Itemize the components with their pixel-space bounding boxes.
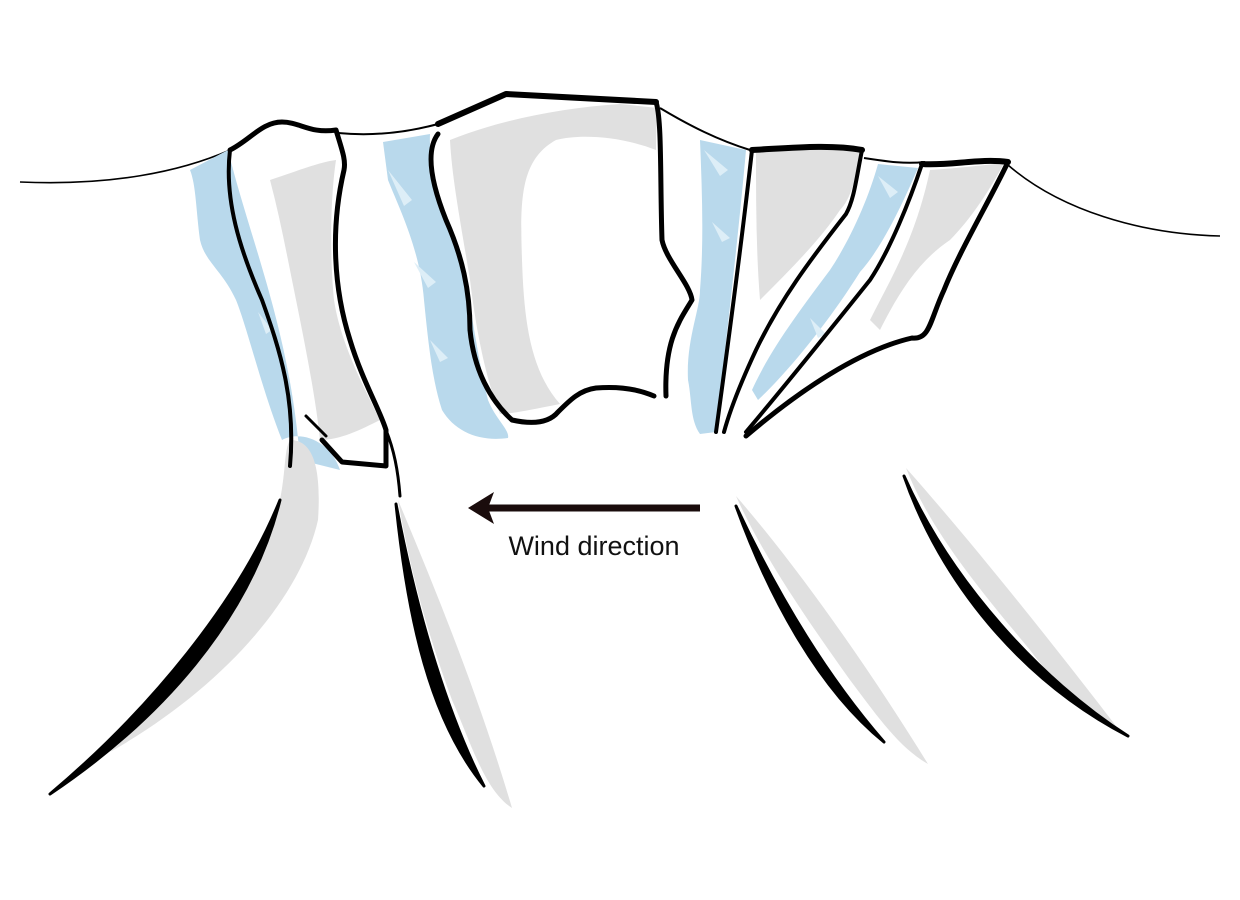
ice-highlight-5 <box>704 150 728 176</box>
ice-highlight-8 <box>810 318 826 338</box>
wind-arrow-head <box>468 492 494 524</box>
lower-shadow-3 <box>736 496 928 764</box>
lower-streak-1 <box>48 498 282 796</box>
ice-highlight-6 <box>712 222 730 242</box>
surface-line-ridge-mid <box>659 107 751 151</box>
outline-fan-ridge-right <box>919 157 1011 168</box>
outline-middle-left <box>428 131 657 425</box>
wind-arrow <box>468 492 700 524</box>
shadow-face-2 <box>450 104 658 414</box>
lower-shadow-streaks <box>110 440 1116 808</box>
outline-left-notch <box>304 414 328 438</box>
lower-shadow-2 <box>398 500 512 808</box>
ridge-outlines <box>226 91 1011 498</box>
surface-line-right <box>1007 164 1221 237</box>
lower-shadow-4 <box>906 468 1116 726</box>
ice-face-3 <box>687 140 746 434</box>
outline-fan-4 <box>743 159 1011 439</box>
surface-lines <box>19 107 1221 237</box>
ice-highlight-7 <box>878 176 898 198</box>
surface-line-ridge-right <box>863 157 926 164</box>
ice-highlight-4 <box>258 312 272 334</box>
ice-highlight-3 <box>430 340 448 362</box>
shadow-face-4 <box>870 163 1004 330</box>
ice-face-4 <box>752 164 918 400</box>
outline-middle-top <box>435 91 659 127</box>
shadow-faces <box>270 104 1004 440</box>
outline-left-face <box>226 148 294 468</box>
outline-left-vertical <box>384 428 402 498</box>
ice-highlight-2 <box>414 262 436 288</box>
outline-fan-3 <box>744 162 924 434</box>
wind-direction-label: Wind direction <box>508 531 679 561</box>
surface-line-ridge-left <box>337 123 439 136</box>
lower-streaks <box>48 474 1130 796</box>
outline-fan-1 <box>714 148 754 434</box>
outline-middle-right <box>653 99 695 399</box>
lower-streak-2 <box>394 502 486 788</box>
lower-shadow-1 <box>110 440 319 752</box>
shadow-face-1 <box>270 160 380 440</box>
lower-streak-4 <box>902 474 1130 738</box>
outline-fan-top <box>749 143 865 153</box>
shadow-face-3 <box>756 148 860 300</box>
outline-left-block <box>227 119 389 469</box>
surface-line-left <box>19 149 231 184</box>
outline-fan-2 <box>722 148 864 434</box>
ice-highlights <box>258 150 898 362</box>
lower-streak-3 <box>734 504 886 744</box>
ice-highlight-1 <box>388 170 412 206</box>
